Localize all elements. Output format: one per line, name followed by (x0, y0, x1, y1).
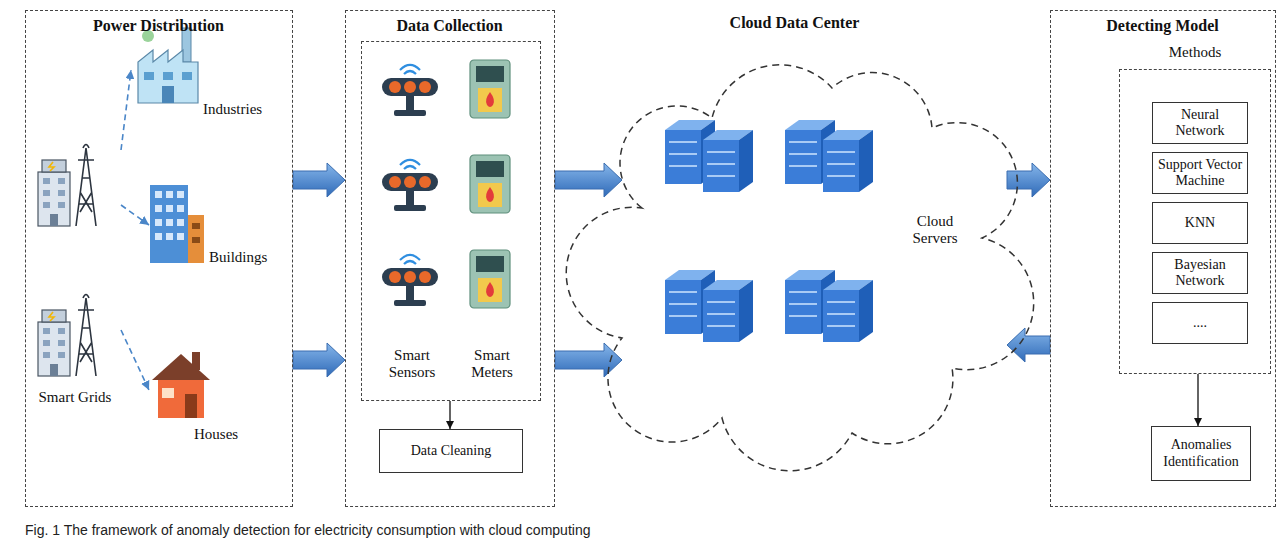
drawing-part (155, 219, 162, 226)
node-label: Anomalies Identification (1156, 437, 1246, 469)
drawing-part (138, 50, 198, 103)
process-box: Anomalies Identification (1151, 426, 1251, 481)
node-label: Buildings (209, 249, 277, 266)
cloud-outline-path (566, 65, 1033, 471)
drawing-part (185, 394, 197, 418)
node-label: Smart Grids (29, 389, 121, 406)
node-label: Smart Sensors (377, 347, 447, 382)
drawing-part (155, 191, 162, 198)
drawing-part (166, 205, 173, 212)
drawing-part (144, 72, 192, 80)
dashed-arrow (121, 70, 131, 150)
drawing-part (162, 86, 174, 103)
block-arrow (1007, 163, 1050, 197)
node-label: Industries (203, 101, 273, 118)
method-box: Bayesian Network (1152, 252, 1248, 294)
flow-arrow (449, 401, 450, 429)
building-icon (150, 185, 204, 263)
drawing-part (177, 191, 184, 198)
panel: Power DistributionSmart Grids IndustriesB… (25, 10, 293, 507)
smart-grid-icon (38, 295, 96, 377)
drawing-part (188, 215, 204, 263)
drawing-part (150, 185, 188, 263)
house-icon (152, 352, 210, 418)
block-arrow (555, 163, 622, 197)
drawing-part (182, 72, 192, 80)
drawing-part (192, 223, 200, 229)
method-group: MethodsNeural NetworkSupport Vector Mach… (1119, 69, 1271, 374)
drawing-part (166, 233, 173, 240)
meter-icon (470, 155, 510, 213)
node-label: Cloud Servers (902, 213, 968, 248)
drawing-part (158, 380, 204, 418)
drawing-part (155, 233, 162, 240)
node-label: .... (1193, 315, 1207, 331)
drawing-part (144, 72, 154, 80)
consumer-group: Buildings (149, 186, 279, 276)
method-box: KNN (1152, 202, 1248, 244)
drawing-part (177, 233, 184, 240)
server-icon (785, 270, 873, 342)
node-label: Bayesian Network (1157, 257, 1243, 289)
dashed-arrow (121, 330, 149, 390)
drawing-part (155, 191, 184, 240)
panel: Detecting ModelMethodsNeural NetworkSupp… (1050, 10, 1276, 507)
panel-heading: Power Distribution (26, 17, 291, 35)
grid-group: Smart Grids (29, 131, 121, 411)
drawing-part (121, 70, 1198, 429)
dashed-arrow (121, 205, 149, 225)
factory-icon (138, 28, 198, 103)
node-label: Support Vector Machine (1157, 157, 1243, 189)
drawing-part (177, 219, 184, 226)
cloud-shape: Cloud Data CenterCloud Servers (582, 8, 1007, 448)
sensor-icon (382, 160, 438, 211)
server-icon (665, 120, 753, 192)
method-box: Support Vector Machine (1152, 152, 1248, 194)
node-label: Data Cleaning (411, 443, 491, 459)
block-arrow (293, 163, 345, 197)
drawing-part (177, 205, 184, 212)
panel-heading: Detecting Model (1051, 17, 1274, 35)
meter-icon (470, 60, 510, 118)
block-arrow (1007, 328, 1050, 362)
node-label: Smart Meters (457, 347, 527, 382)
drawing-part (163, 72, 173, 80)
sensor-icon (382, 65, 438, 116)
drawing-part (166, 191, 173, 198)
block-arrow (293, 343, 345, 377)
drawing-part (152, 354, 210, 380)
consumer-group: Industries (131, 23, 276, 123)
consumer-group: Houses (149, 346, 271, 456)
panel-heading: Cloud Data Center (582, 14, 1007, 32)
drawing-part (155, 205, 162, 212)
drawing-part (192, 237, 200, 243)
method-box: .... (1152, 302, 1248, 344)
figure-caption: Fig. 1 The framework of anomaly detectio… (25, 522, 590, 538)
smart-grid-icon (38, 145, 96, 227)
panel: Data CollectionSmart Sensors Smart Meters… (345, 10, 555, 507)
node-label: Houses (194, 426, 266, 443)
process-box: Data Cleaning (379, 429, 523, 473)
cloud-outline (582, 8, 850, 505)
meter-icon (470, 250, 510, 308)
node-label: KNN (1185, 215, 1215, 231)
device-group: Smart Sensors Smart Meters (361, 41, 541, 401)
drawing-part (162, 388, 174, 398)
drawing-part (192, 223, 200, 243)
drawing-part (166, 219, 173, 226)
node-label: Neural Network (1157, 107, 1243, 139)
panel-heading: Data Collection (346, 17, 553, 35)
block-arrow (555, 343, 622, 377)
method-box: Neural Network (1152, 102, 1248, 144)
flow-arrow (1197, 374, 1198, 426)
server-icon (665, 270, 753, 342)
sensor-icon (382, 255, 438, 306)
server-icon (785, 120, 873, 192)
node-label: Methods (1120, 44, 1270, 61)
